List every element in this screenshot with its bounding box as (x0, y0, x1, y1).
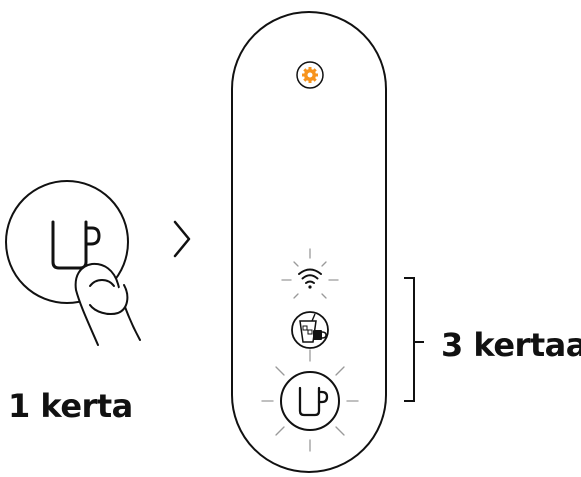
brew-button (261, 349, 359, 452)
finger-press-illustration (5, 180, 141, 346)
gear-icon (302, 67, 318, 83)
cup-icon (51, 220, 101, 270)
iced-drink-icon (299, 313, 327, 343)
repeat-bracket (404, 277, 415, 402)
press-once-label: 1 kerta (8, 387, 133, 425)
wifi-icon (298, 268, 322, 289)
settings-button (296, 61, 324, 89)
next-step-arrow-icon (173, 220, 191, 258)
wifi-button (281, 248, 339, 299)
cup-icon (298, 386, 329, 417)
machine-control-panel (231, 11, 387, 473)
wifi-glow-rays (281, 248, 339, 299)
iced-drink-button (291, 311, 329, 349)
brew-glow-rays (261, 349, 359, 452)
press-three-times-label: 3 kertaa (441, 326, 581, 364)
finger-icon (74, 262, 141, 346)
